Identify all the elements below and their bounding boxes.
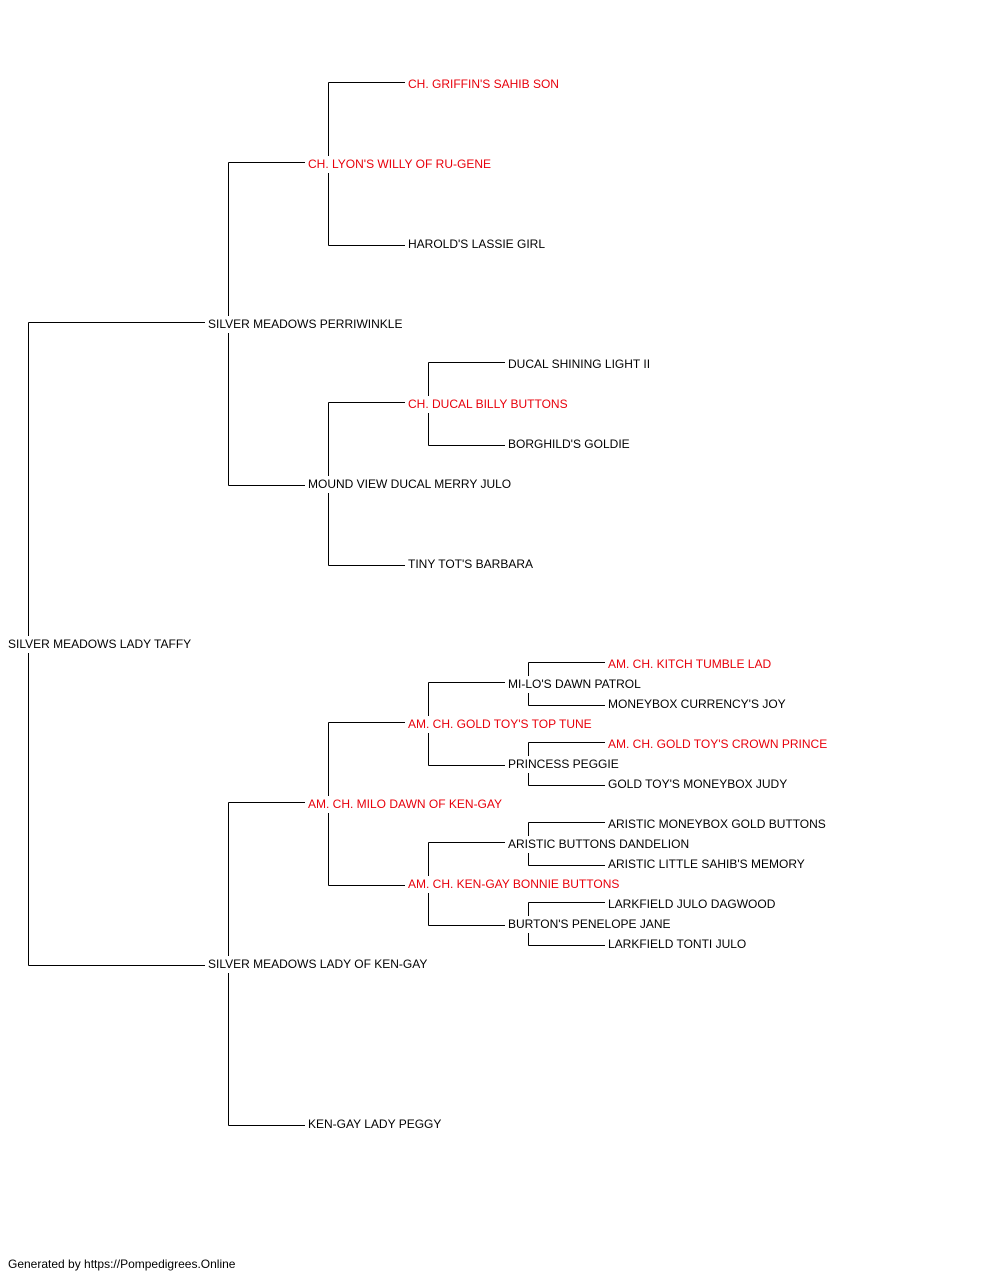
dog-name-dss: DUCAL SHINING LIGHT II [508, 357, 651, 371]
dog-name-mmds: LARKFIELD JULO DAGWOOD [608, 897, 776, 911]
dog-name-mmd: BURTON'S PENELOPE JANE [508, 917, 671, 931]
dog-name-s: CH. LYON'S WILLY OF RU-GENE [308, 157, 491, 171]
dog-name-mms: ARISTIC BUTTONS DANDELION [508, 837, 690, 851]
dog-name-subject: SILVER MEADOWS LADY TAFFY [8, 637, 192, 651]
generated-by-footer: Generated by https://Pompedigrees.Online [8, 1257, 236, 1271]
dog-name-mssd: MONEYBOX CURRENCY'S JOY [608, 697, 786, 711]
dog-name-md: KEN-GAY LADY PEGGY [308, 1117, 442, 1131]
dog-name-sire: SILVER MEADOWS PERRIWINKLE [208, 317, 403, 331]
dog-name-mmdd: LARKFIELD TONTI JULO [608, 937, 747, 951]
dog-name-msdd: GOLD TOY'S MONEYBOX JUDY [608, 777, 788, 791]
dog-name-msds: AM. CH. GOLD TOY'S CROWN PRINCE [608, 737, 828, 751]
dog-name-ms: AM. CH. GOLD TOY'S TOP TUNE [408, 717, 592, 731]
dog-name-mmsd: ARISTIC LITTLE SAHIB'S MEMORY [608, 857, 805, 871]
dog-name-d: MOUND VIEW DUCAL MERRY JULO [308, 477, 512, 491]
dog-name-dam: SILVER MEADOWS LADY OF KEN-GAY [208, 957, 428, 971]
dog-name-m: AM. CH. MILO DAWN OF KEN-GAY [308, 797, 503, 811]
dog-name-msss: AM. CH. KITCH TUMBLE LAD [608, 657, 772, 671]
dog-name-dd: TINY TOT'S BARBARA [408, 557, 533, 571]
dog-name-sd: HAROLD'S LASSIE GIRL [408, 237, 546, 251]
dog-name-mss: MI-LO'S DAWN PATROL [508, 677, 641, 691]
dog-name-ds: CH. DUCAL BILLY BUTTONS [408, 397, 568, 411]
dog-name-mm: AM. CH. KEN-GAY BONNIE BUTTONS [408, 877, 620, 891]
dog-name-ss: CH. GRIFFIN'S SAHIB SON [408, 77, 559, 91]
dog-name-dsd: BORGHILD'S GOLDIE [508, 437, 630, 451]
dog-name-mmss: ARISTIC MONEYBOX GOLD BUTTONS [608, 817, 826, 831]
dog-name-msd: PRINCESS PEGGIE [508, 757, 619, 771]
